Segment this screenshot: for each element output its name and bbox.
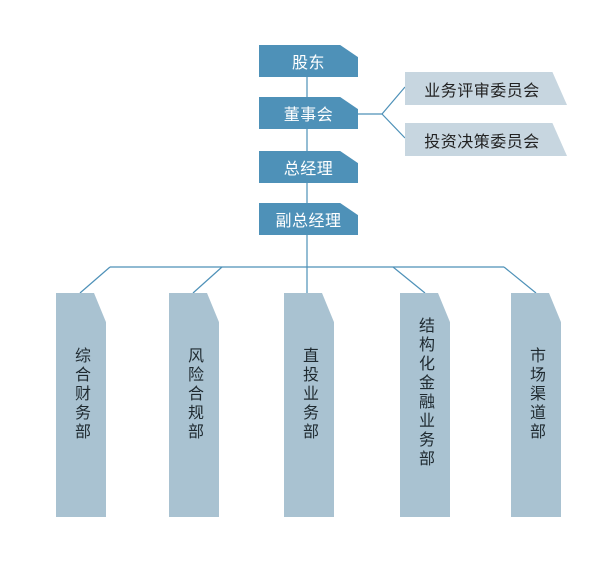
committee-node: 业务评审委员会: [405, 72, 567, 105]
department-label: 结构化金融业务部: [416, 317, 435, 469]
department-node: 市场渠道部: [511, 293, 561, 517]
board-label: 董事会: [283, 105, 334, 124]
connector-dept-5: [503, 266, 537, 294]
department-node: 结构化金融业务部: [400, 293, 450, 517]
ceo-label: 总经理: [283, 159, 334, 178]
department-label: 直投业务部: [300, 347, 319, 442]
department-node: 综合财务部: [56, 293, 106, 517]
vice-ceo-label: 副总经理: [275, 211, 342, 230]
shareholders-label: 股东: [291, 53, 325, 72]
connector-dept-4: [392, 266, 426, 294]
department-label: 市场渠道部: [527, 347, 546, 442]
vice-ceo-node: 副总经理: [259, 203, 358, 235]
department-label: 综合财务部: [72, 347, 91, 442]
connector-committees: [358, 86, 406, 115]
department-node: 风险合规部: [169, 293, 219, 517]
connector-committee-2: [381, 113, 406, 139]
department-label: 风险合规部: [185, 347, 204, 442]
connector-dept-2: [192, 266, 223, 294]
board-node: 董事会: [259, 97, 358, 129]
committee-label: 业务评审委员会: [424, 80, 540, 100]
shareholders-node: 股东: [259, 45, 358, 77]
ceo-node: 总经理: [259, 151, 358, 183]
department-node: 直投业务部: [284, 293, 334, 517]
committee-node: 投资决策委员会: [405, 123, 567, 156]
committee-label: 投资决策委员会: [424, 131, 540, 151]
connector-dept-1: [79, 266, 111, 294]
